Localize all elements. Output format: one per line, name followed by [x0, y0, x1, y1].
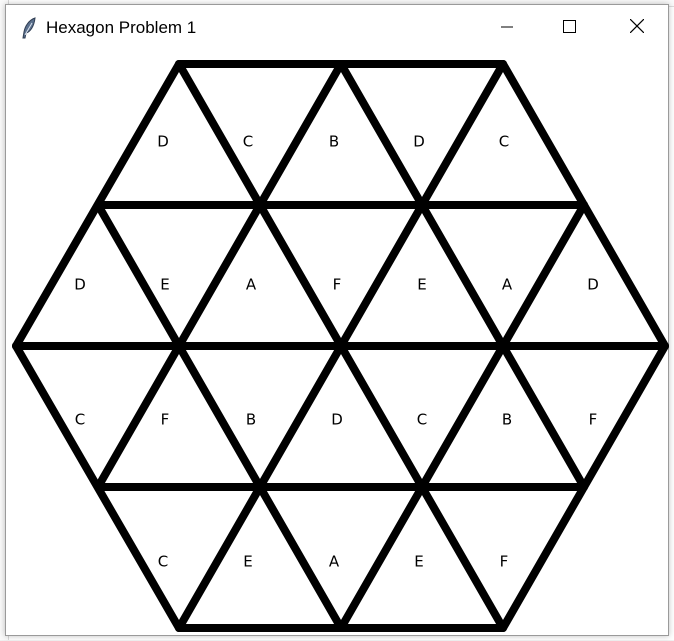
triangle-label: A	[246, 276, 257, 294]
grid-line	[337, 60, 588, 491]
minimize-button[interactable]	[484, 5, 530, 50]
grid-line	[94, 201, 345, 632]
triangle-label: D	[331, 411, 343, 429]
triangle-label: C	[243, 133, 253, 151]
grid-line	[94, 60, 345, 491]
triangle-label: E	[160, 276, 169, 294]
triangle-label: D	[587, 276, 599, 294]
triangle-label: F	[333, 276, 342, 294]
grid-line	[499, 342, 669, 632]
triangle-label: D	[413, 133, 425, 151]
triangle-label: D	[74, 276, 86, 294]
maximize-button[interactable]	[546, 5, 592, 50]
grid-line	[175, 60, 507, 632]
close-icon	[629, 18, 645, 37]
app-window: Hexagon Problem 1 D C B D C D E A F E A D C F B D C B F C E A…	[5, 4, 669, 636]
triangle-label: C	[75, 411, 85, 429]
triangle-label: C	[499, 133, 509, 151]
triangle-label: E	[243, 553, 252, 571]
hexagon-canvas[interactable]: D C B D C D E A F E A D C F B D C B F C E A E F	[6, 50, 669, 635]
triangle-label: F	[161, 411, 170, 429]
triangle-label: E	[417, 276, 426, 294]
triangle-label: A	[502, 276, 513, 294]
grid-line	[12, 60, 183, 350]
triangle-label: A	[329, 553, 340, 571]
triangle-label: F	[589, 411, 598, 429]
title-bar[interactable]: Hexagon Problem 1	[6, 5, 668, 50]
window-title: Hexagon Problem 1	[46, 18, 197, 37]
triangle-label: F	[500, 553, 509, 571]
close-button[interactable]	[614, 5, 660, 50]
feather-icon	[20, 17, 38, 39]
triangle-label: B	[246, 411, 256, 429]
triangle-label: C	[158, 553, 168, 571]
minimize-icon	[501, 18, 513, 37]
triangle-label: B	[329, 133, 339, 151]
triangle-label: D	[157, 133, 169, 151]
maximize-icon	[562, 18, 576, 37]
triangle-label: B	[502, 411, 512, 429]
triangle-label: E	[414, 553, 423, 571]
grid-line	[337, 201, 588, 632]
triangle-label: C	[417, 411, 427, 429]
